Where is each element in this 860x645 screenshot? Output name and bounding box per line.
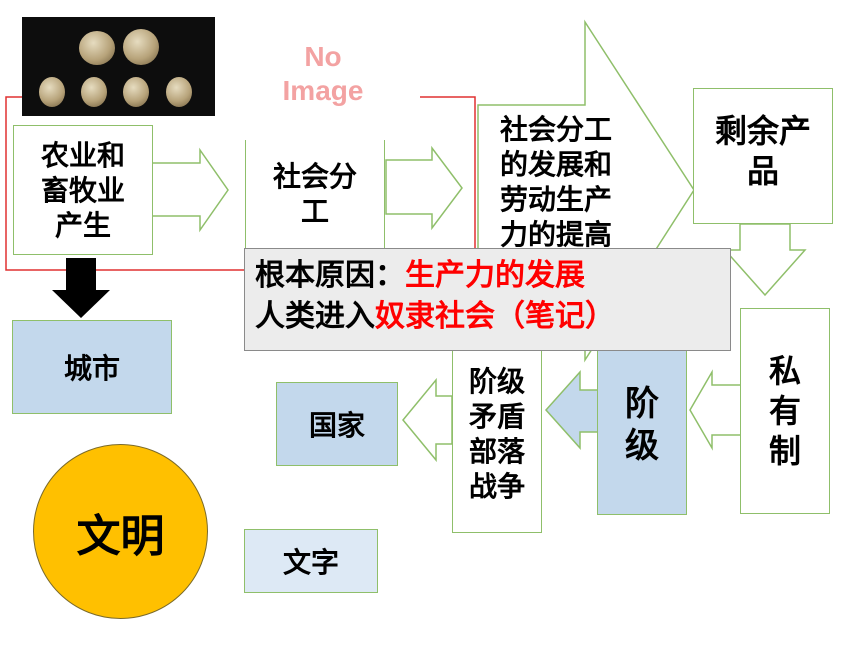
node-conflict-label: 阶级 矛盾 部落 战争 [468, 365, 525, 503]
arrow-class-to-conflict [544, 370, 599, 450]
no-image-placeholder: No Image [262, 40, 384, 108]
arrow-surplus-down [723, 223, 807, 297]
shell-image [81, 77, 107, 107]
node-productivity-label: 社会分工 的发展和 劳动生产 力的提高 [499, 113, 612, 248]
node-class: 阶 级 [597, 335, 687, 515]
shell-image [123, 29, 159, 65]
node-state-label: 国家 [308, 409, 365, 442]
node-civilization-label: 文明 [76, 510, 165, 562]
shell-image [123, 77, 149, 107]
callout-line1-value: 生产力的发展 [405, 258, 585, 293]
node-civilization: 文明 [33, 444, 208, 619]
node-agriculture-label: 农业和 畜牧业 产生 [40, 138, 125, 242]
placeholder-line2: Image [282, 75, 364, 107]
node-city-label: 城市 [63, 352, 120, 385]
shell-photo [22, 17, 215, 116]
node-agriculture: 农业和 畜牧业 产生 [13, 125, 153, 255]
node-writing-label: 文字 [282, 546, 339, 579]
arrow-conflict-to-state [402, 377, 453, 463]
callout-line1-label: 根本原因： [255, 258, 405, 293]
node-private-label: 私 有 制 [768, 352, 801, 470]
callout-line2: 人类进入奴隶社会（笔记） [255, 296, 730, 337]
callout-line1: 根本原因：生产力的发展 [255, 255, 730, 296]
node-division: 社会分 工 [245, 140, 385, 248]
node-conflict: 阶级 矛盾 部落 战争 [452, 335, 542, 533]
node-surplus-label: 剩余产 品 [714, 112, 811, 190]
placeholder-line1: No [304, 41, 342, 72]
red-bracket-right [420, 96, 476, 248]
arrow-agri-to-city [52, 258, 110, 318]
arrow-division-to-productivity [385, 145, 463, 231]
node-city: 城市 [12, 320, 172, 414]
node-writing: 文字 [244, 529, 378, 593]
node-productivity: 社会分工 的发展和 劳动生产 力的提高 [486, 112, 626, 248]
node-private-ownership: 私 有 制 [740, 308, 830, 514]
node-class-label: 阶 级 [625, 383, 659, 467]
arrow-private-to-class [689, 369, 743, 451]
callout-line2-label: 人类进入 [255, 299, 375, 335]
node-surplus: 剩余产 品 [693, 88, 833, 224]
node-state: 国家 [276, 382, 398, 466]
shell-image [39, 77, 65, 107]
shell-image [79, 31, 115, 65]
shell-image [166, 77, 192, 107]
callout-box: 根本原因：生产力的发展 人类进入奴隶社会（笔记） [244, 248, 731, 351]
node-division-label: 社会分 工 [272, 160, 357, 228]
callout-line2-value: 奴隶社会（笔记） [375, 299, 615, 335]
arrow-agri-to-division [151, 147, 229, 233]
